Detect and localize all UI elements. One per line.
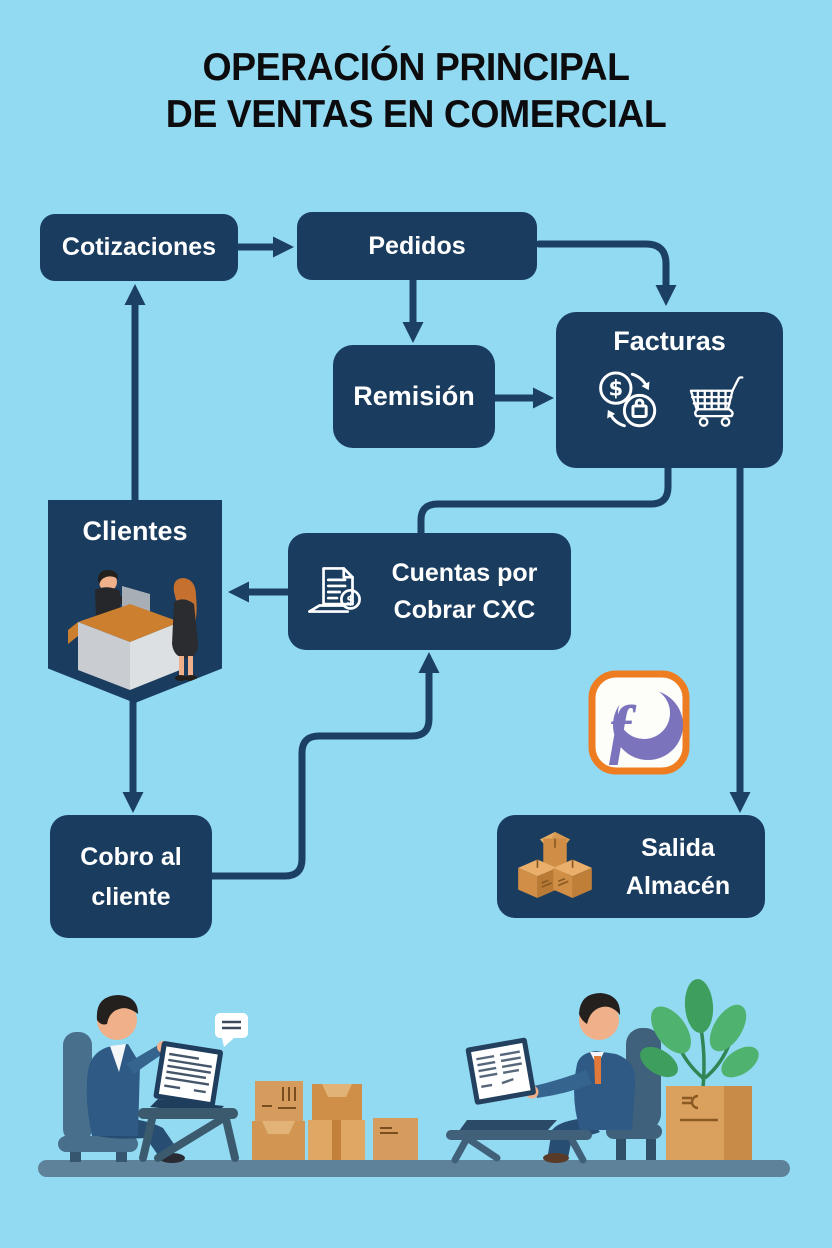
left-box — [518, 858, 557, 898]
cobro-label-line2: cliente — [91, 882, 171, 911]
flow-node-facturas: Facturas $ — [556, 312, 783, 468]
cuentas-cxc-label: Cuentas por Cobrar CXC — [391, 558, 538, 624]
currency-exchange-icon: $ — [598, 371, 656, 428]
flow-node-cobro-cliente: Cobro al cliente — [50, 815, 212, 938]
left-laptop — [153, 1041, 224, 1108]
left-worker-scene — [58, 995, 248, 1163]
cobro-label-line1: Cobro al — [80, 842, 182, 871]
flow-node-pedidos: Pedidos — [297, 212, 537, 280]
left-table — [138, 1108, 239, 1162]
facturas-icons: $ — [596, 367, 744, 433]
customer-figure — [172, 578, 198, 681]
flow-node-salida-almacen: Salida Almacén — [497, 815, 765, 918]
right-worker-scene — [446, 993, 662, 1164]
remision-label: Remisión — [353, 381, 475, 411]
right-desk — [446, 1130, 592, 1164]
flow-node-cotizaciones: Cotizaciones — [40, 214, 238, 281]
line-facturas-to-cuentas — [417, 464, 672, 537]
plant-leaves — [640, 979, 759, 1078]
right-box — [553, 858, 592, 898]
page-title: OPERACIÓN PRINCIPAL DE VENTAS EN COMERCI… — [17, 44, 816, 138]
fc-logo: f — [588, 670, 690, 775]
page-title-line2: DE VENTAS EN COMERCIAL — [165, 93, 667, 136]
page-title-line1: OPERACIÓN PRINCIPAL — [202, 46, 630, 89]
arrow-pedidos-to-facturas — [535, 240, 677, 306]
floor-bar — [38, 1160, 790, 1177]
box-stack — [252, 1081, 418, 1160]
cotizaciones-label: Cotizaciones — [61, 233, 217, 261]
right-laptop — [465, 1037, 536, 1105]
plant-box — [640, 979, 759, 1160]
flow-node-clientes: Clientes — [48, 500, 222, 703]
dollar-glyph: $ — [608, 375, 623, 400]
clientes-label: Clientes — [82, 516, 188, 546]
facturas-label: Facturas — [613, 326, 726, 356]
shopping-cart-icon — [689, 376, 743, 427]
counter-desk — [68, 604, 180, 690]
arrow-cobro-to-cuentas — [208, 652, 440, 880]
flow-node-cuentas-cxc: $ Cuentas por Cobrar CXC — [288, 533, 571, 650]
invoice-icon: $ — [308, 566, 361, 613]
reception-counter-illustration — [68, 570, 198, 690]
pedidos-label: Pedidos — [368, 231, 466, 260]
salida-label: Salida Almacén — [625, 833, 731, 900]
flow-node-remision: Remisión — [333, 345, 495, 448]
dollar-glyph: $ — [346, 593, 354, 607]
shipping-boxes-icon — [518, 831, 592, 898]
left-chair — [58, 1032, 138, 1162]
speech-bubble-icon — [215, 1013, 248, 1047]
office-illustration — [38, 979, 790, 1177]
